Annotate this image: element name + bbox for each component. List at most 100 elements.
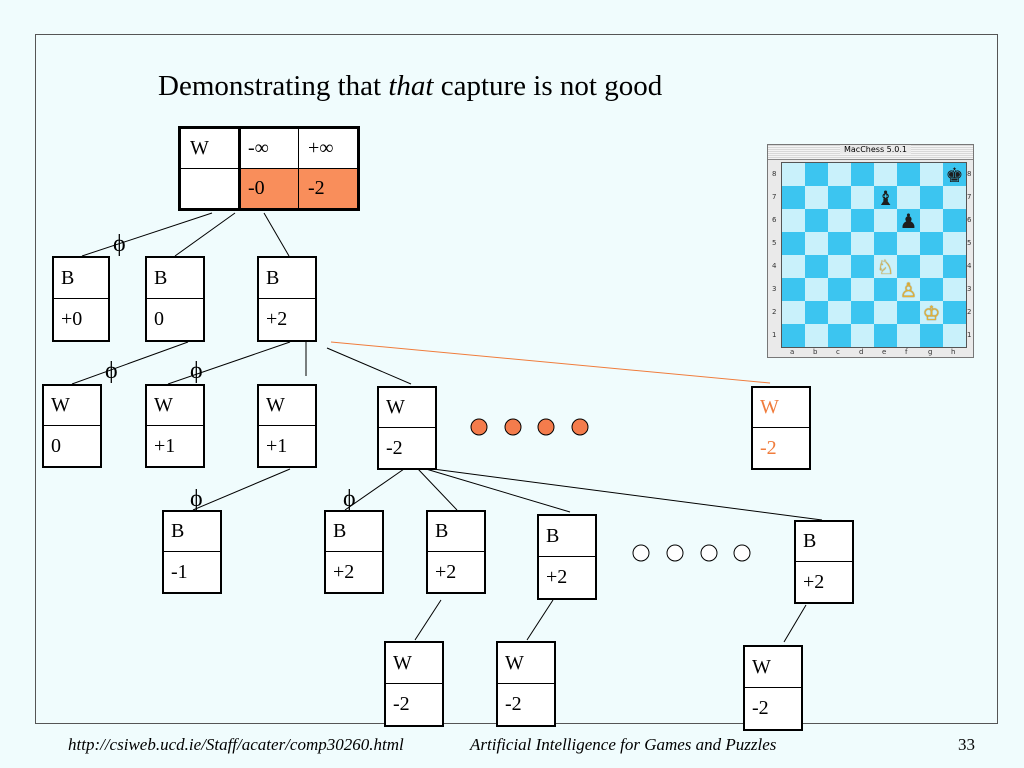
slide-title: Demonstrating that that capture is not g…	[158, 70, 662, 103]
file-label: g	[928, 348, 933, 356]
tree-node-w2: W+1	[145, 384, 205, 468]
rank-label: 2	[967, 308, 972, 316]
file-label: b	[813, 348, 818, 356]
board-square-g4	[920, 255, 943, 278]
cutoff-symbol: ϕ	[105, 358, 118, 384]
board-square-c7	[828, 186, 851, 209]
node-player: B	[796, 522, 852, 562]
rank-label: 8	[772, 170, 777, 178]
node-value: +2	[266, 308, 288, 330]
board-square-g7	[920, 186, 943, 209]
board-square-e5	[874, 232, 897, 255]
board-square-d7	[851, 186, 874, 209]
file-label: e	[882, 348, 887, 356]
board-square-b8	[805, 163, 828, 186]
board-square-a8	[782, 163, 805, 186]
node-value: 0	[154, 308, 164, 330]
board-square-f1	[897, 324, 920, 347]
node-player: W	[44, 386, 100, 426]
rank-label: 6	[967, 216, 972, 224]
tree-node-w4: W -2	[377, 386, 437, 470]
rank-label: 7	[967, 193, 972, 201]
board-square-b5	[805, 232, 828, 255]
node-value: +1	[266, 434, 288, 457]
node-player: B	[539, 516, 595, 557]
board-square-e6	[874, 209, 897, 232]
tree-node-b8: B +2	[794, 520, 854, 604]
board-square-g1	[920, 324, 943, 347]
board-square-c4	[828, 255, 851, 278]
tree-node-w3: W+1	[257, 384, 317, 468]
board-square-c2	[828, 301, 851, 324]
rank-label: 3	[967, 285, 972, 293]
file-label: f	[905, 348, 908, 356]
node-value: +2	[803, 570, 825, 593]
board-square-h7	[943, 186, 966, 209]
open-dot-3	[700, 544, 718, 562]
board-square-d6	[851, 209, 874, 232]
rank-label: 7	[772, 193, 777, 201]
file-label: d	[859, 348, 864, 356]
board-square-a6	[782, 209, 805, 232]
node-player: B	[54, 258, 108, 299]
board-square-b3	[805, 278, 828, 301]
board-square-d2	[851, 301, 874, 324]
root-beta: +∞	[308, 137, 334, 159]
root-node: W -∞ +∞ -0 -2	[178, 126, 360, 211]
chess-piece-f3: ♙	[899, 277, 918, 302]
node-player: B	[259, 258, 315, 299]
open-dot-1	[632, 544, 650, 562]
filled-dot-4	[571, 418, 589, 436]
board-square-d4	[851, 255, 874, 278]
chess-window-title: MacChess 5.0.1	[840, 145, 912, 154]
board-square-g2: ♔	[920, 301, 943, 324]
board-square-g5	[920, 232, 943, 255]
chess-piece-g2: ♔	[922, 300, 941, 325]
board-square-h3	[943, 278, 966, 301]
chess-window-titlebar: MacChess 5.0.1	[768, 145, 973, 160]
rank-label: 4	[772, 262, 777, 270]
node-player: W	[379, 388, 435, 428]
board-square-c5	[828, 232, 851, 255]
open-dot-4	[733, 544, 751, 562]
board-square-d8	[851, 163, 874, 186]
filled-dot-3	[537, 418, 555, 436]
cutoff-symbol: ϕ	[190, 486, 203, 512]
board-square-c3	[828, 278, 851, 301]
node-value: 0	[51, 434, 61, 457]
node-player: W	[745, 647, 801, 688]
footer-url: http://csiweb.ucd.ie/Staff/acater/comp30…	[68, 735, 404, 754]
node-value: +2	[333, 560, 355, 583]
cutoff-symbol: ϕ	[343, 486, 356, 512]
board-square-e3	[874, 278, 897, 301]
node-value: +2	[546, 566, 568, 588]
file-label: h	[951, 348, 956, 356]
title-italic: that	[388, 70, 434, 102]
node-value: +2	[435, 560, 457, 583]
board-square-f7	[897, 186, 920, 209]
board-square-b1	[805, 324, 828, 347]
tree-node-w5-highlighted: W-2	[751, 386, 811, 470]
board-square-d1	[851, 324, 874, 347]
node-value: -2	[386, 436, 403, 459]
board-square-d3	[851, 278, 874, 301]
board-square-a7	[782, 186, 805, 209]
rank-label: 1	[772, 331, 777, 339]
chess-piece-e7: ♝	[876, 185, 895, 210]
board-square-g3	[920, 278, 943, 301]
board-square-a3	[782, 278, 805, 301]
filled-dot-2	[504, 418, 522, 436]
chess-board: ♚ ♝♟♘♙♔	[781, 162, 967, 348]
tree-node-b7: B +2	[537, 514, 597, 600]
node-player: W	[498, 643, 554, 684]
board-square-f6: ♟	[897, 209, 920, 232]
board-square-b2	[805, 301, 828, 324]
chess-piece-h8: ♚	[945, 162, 964, 187]
chess-piece-e4: ♘	[876, 254, 895, 279]
tree-node-b3: B +2	[257, 256, 317, 342]
board-square-f2	[897, 301, 920, 324]
filled-dot-1	[470, 418, 488, 436]
file-label: a	[790, 348, 795, 356]
title-part-1: Demonstrating that	[158, 70, 389, 102]
node-value: -2	[760, 436, 777, 459]
